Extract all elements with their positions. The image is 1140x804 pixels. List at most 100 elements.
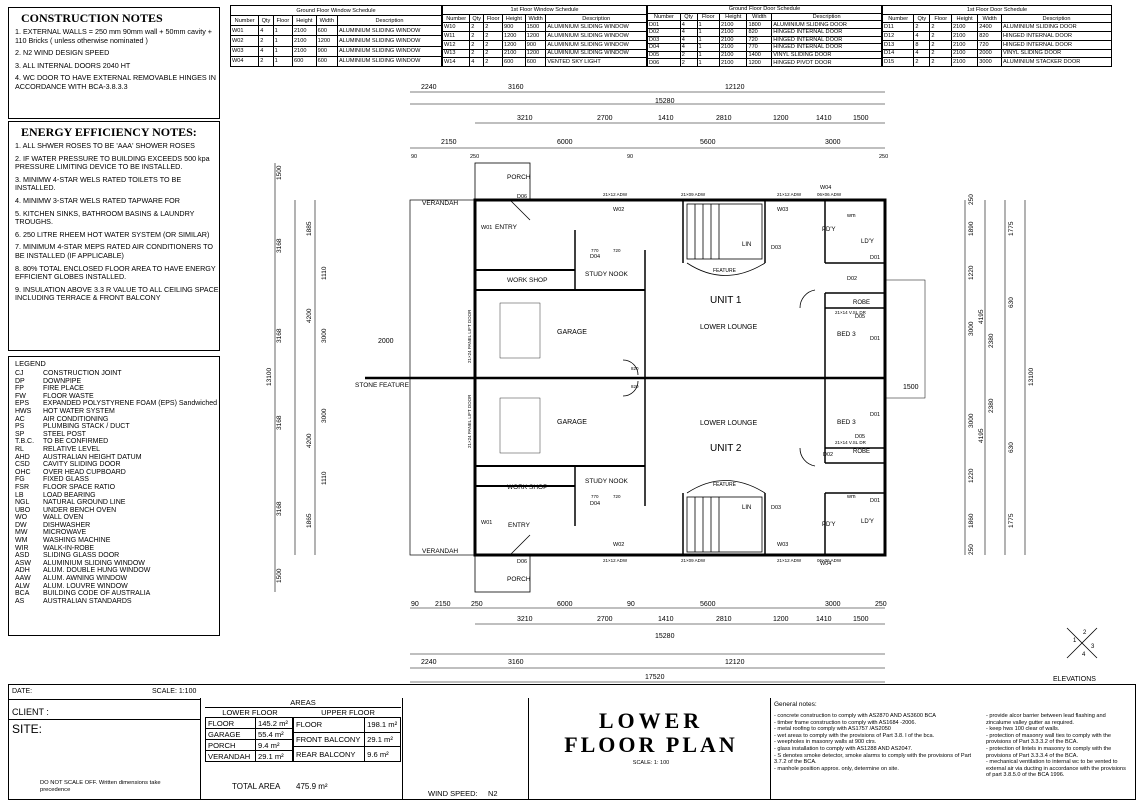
dim-top2-b: 2700 — [597, 115, 613, 122]
legend-description: ALUM. AWNING WINDOW — [43, 575, 128, 583]
wind-speed-label: WIND SPEED: — [428, 789, 478, 798]
legend-code: ADH — [15, 567, 30, 575]
area-value: 55.4 m² — [254, 728, 294, 740]
legend-code: T.B.C. — [15, 438, 35, 446]
dim-top1-a: 2240 — [421, 84, 437, 91]
legend-code: SP — [15, 430, 25, 438]
schedule-cell: 2 — [929, 57, 952, 67]
legend-description: STEEL POST — [43, 430, 86, 438]
dim-right-4: 3000 — [968, 321, 975, 336]
floor-plan-drawing: UNIT 1 UNIT 2 LOWER LOUNGE LOWER LOUNGE … — [266, 84, 1098, 683]
dim-left-inner-1: 1885 — [306, 221, 313, 236]
legend-description: WASHING MACHINE — [43, 537, 111, 545]
door-tag-d01-2: D01 — [870, 336, 880, 342]
schedule-cell: D14 — [881, 48, 915, 59]
general-notes-left: - concrete construction to comply with A… — [774, 713, 984, 772]
dim-left-4: 3168 — [276, 415, 283, 430]
legend-code: EPS — [15, 400, 30, 408]
schedule-cell: 2100 — [719, 27, 748, 37]
schedule-cell: 2000 — [977, 48, 1002, 59]
schedule-cell: 2100 — [950, 48, 979, 59]
door-tag-d06-2: D06 — [517, 559, 527, 565]
schedule-header: Qty — [913, 13, 931, 24]
legend-code: AAW — [15, 575, 31, 583]
scale-label: SCALE: 1:100 — [152, 688, 197, 695]
schedule-cell: 2100 — [719, 43, 748, 52]
adw-tag-4: 06×06 ADW — [817, 192, 842, 197]
schedule-cell: 2 — [469, 31, 485, 41]
schedule-cell: VENTED SKY LIGHT — [545, 57, 647, 67]
dim-bot-overall: 17520 — [645, 674, 665, 681]
schedule-header: Width — [746, 12, 773, 22]
dim-bot-small-a: 90 — [411, 601, 419, 608]
area-name: PORCH — [205, 739, 256, 751]
energy-note: 5. KITCHEN SINKS, BATHROOM BASINS & LAUN… — [15, 208, 195, 227]
legend-description: ALUMINIUM SLIDING WINDOW — [43, 559, 145, 567]
schedule-cell: 1 — [272, 45, 294, 57]
legend-description: WALK-IN-ROBE — [43, 544, 95, 552]
schedule-cell: 4 — [679, 35, 698, 45]
door-size-820-2: 820 — [631, 384, 639, 389]
dim-left-6: 1500 — [276, 568, 283, 583]
lower-lounge-label-2: LOWER LOUNGE — [700, 420, 758, 427]
schedule-cell: 2100 — [950, 31, 979, 41]
schedule-header: Floor — [929, 13, 952, 24]
dim-left-total: 13100 — [266, 368, 273, 386]
ldy-label-2: LD'Y — [861, 519, 874, 525]
energy-notes-list: 1. ALL SHWER ROSES TO BE 'AAA' SHOWER RO… — [9, 141, 219, 303]
schedule-cell: 4 — [913, 31, 931, 41]
schedule-header: Number — [441, 13, 471, 24]
dim-left-inner-2: 1110 — [321, 266, 328, 280]
area-value: 29.1 m² — [364, 731, 401, 748]
door-tag-d05-1: D05 — [855, 314, 865, 320]
schedule-cell: D03 — [647, 35, 681, 45]
schedule-cell: W11 — [441, 31, 471, 41]
schedule-cell: ALUMINIUM SLIDING WINDOW — [336, 25, 443, 37]
general-note: - timber frame construction to comply wi… — [774, 719, 917, 726]
legend-row: WIR WALK-IN-ROBE — [9, 545, 219, 553]
schedule-cell: 720 — [977, 39, 1002, 50]
dim-bot2-a: 3210 — [517, 616, 533, 623]
legend-code: RL — [15, 445, 24, 453]
schedule-header: Height — [950, 13, 979, 24]
schedule-header: Description — [336, 15, 443, 27]
schedule-cell: 900 — [501, 22, 526, 33]
legend-description: HOT WATER SYSTEM — [43, 407, 115, 415]
legend-code: WIR — [15, 544, 29, 552]
window-tag-w03-1: W03 — [777, 207, 788, 213]
entry-label-2: ENTRY — [508, 522, 531, 529]
schedule-cell: ALUMINIUM SLIDING WINDOW — [545, 48, 647, 59]
dim-left-1: 1500 — [276, 165, 283, 180]
schedule-cell: 4 — [913, 48, 931, 59]
legend-description: WALL OVEN — [43, 514, 84, 522]
schedule-cell: 2100 — [950, 39, 979, 50]
legend-code: MW — [15, 529, 28, 537]
legend-code: CJ — [15, 370, 24, 377]
dim-right-8: 1220 — [968, 468, 975, 483]
compass-digit-2: 2 — [1083, 630, 1087, 636]
general-note: - weepholes in masonry walls at 900 ctrs… — [774, 739, 877, 746]
legend-code: AS — [15, 597, 25, 605]
door-size-720-2: 720 — [613, 494, 621, 499]
construction-note: 1. EXTERNAL WALLS = 250 mm 90mm wall + 5… — [15, 27, 212, 45]
schedule-cell: 600 — [315, 25, 338, 37]
legend-description: AUSTRALIAN HEIGHT DATUM — [43, 453, 142, 461]
study-nook-label-2: STUDY NOOK — [585, 478, 629, 485]
dim-bot-small-d: 6000 — [557, 601, 573, 608]
construction-notes-title: CONSTRUCTION NOTES — [21, 11, 163, 25]
schedule-header: Description — [771, 12, 882, 22]
schedule-cell: HINGED INTERNAL DOOR — [771, 27, 882, 37]
